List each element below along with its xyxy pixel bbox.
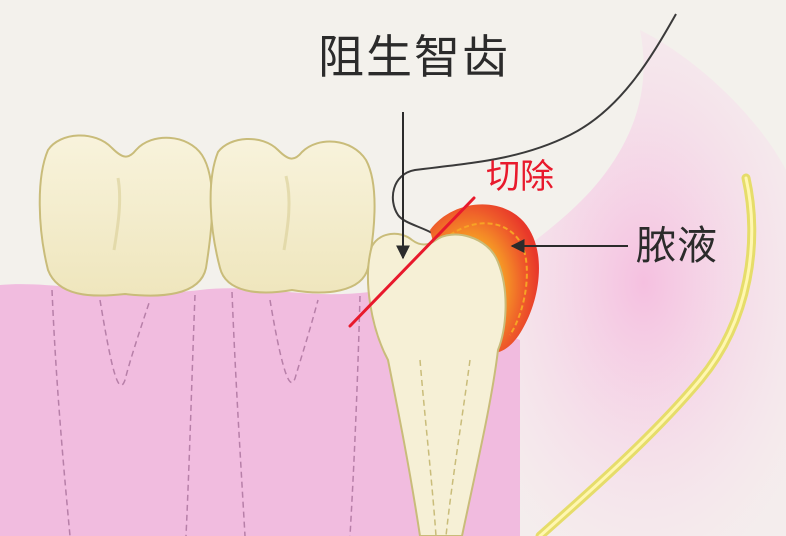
molar-2-roots xyxy=(231,291,361,536)
molar-1-crown xyxy=(38,134,214,297)
impacted-wisdom-tooth xyxy=(366,232,507,536)
molar-1-roots xyxy=(51,289,196,536)
cheek-tissue xyxy=(470,30,786,536)
gum-contour-line xyxy=(391,13,677,241)
molar-2-crown xyxy=(209,137,376,294)
label-impacted-wisdom-tooth: 阻生智齿 xyxy=(318,30,510,84)
label-excision: 切除 xyxy=(486,157,554,197)
label-pus: 脓液 xyxy=(636,223,718,269)
excision-cut-line xyxy=(348,196,476,328)
